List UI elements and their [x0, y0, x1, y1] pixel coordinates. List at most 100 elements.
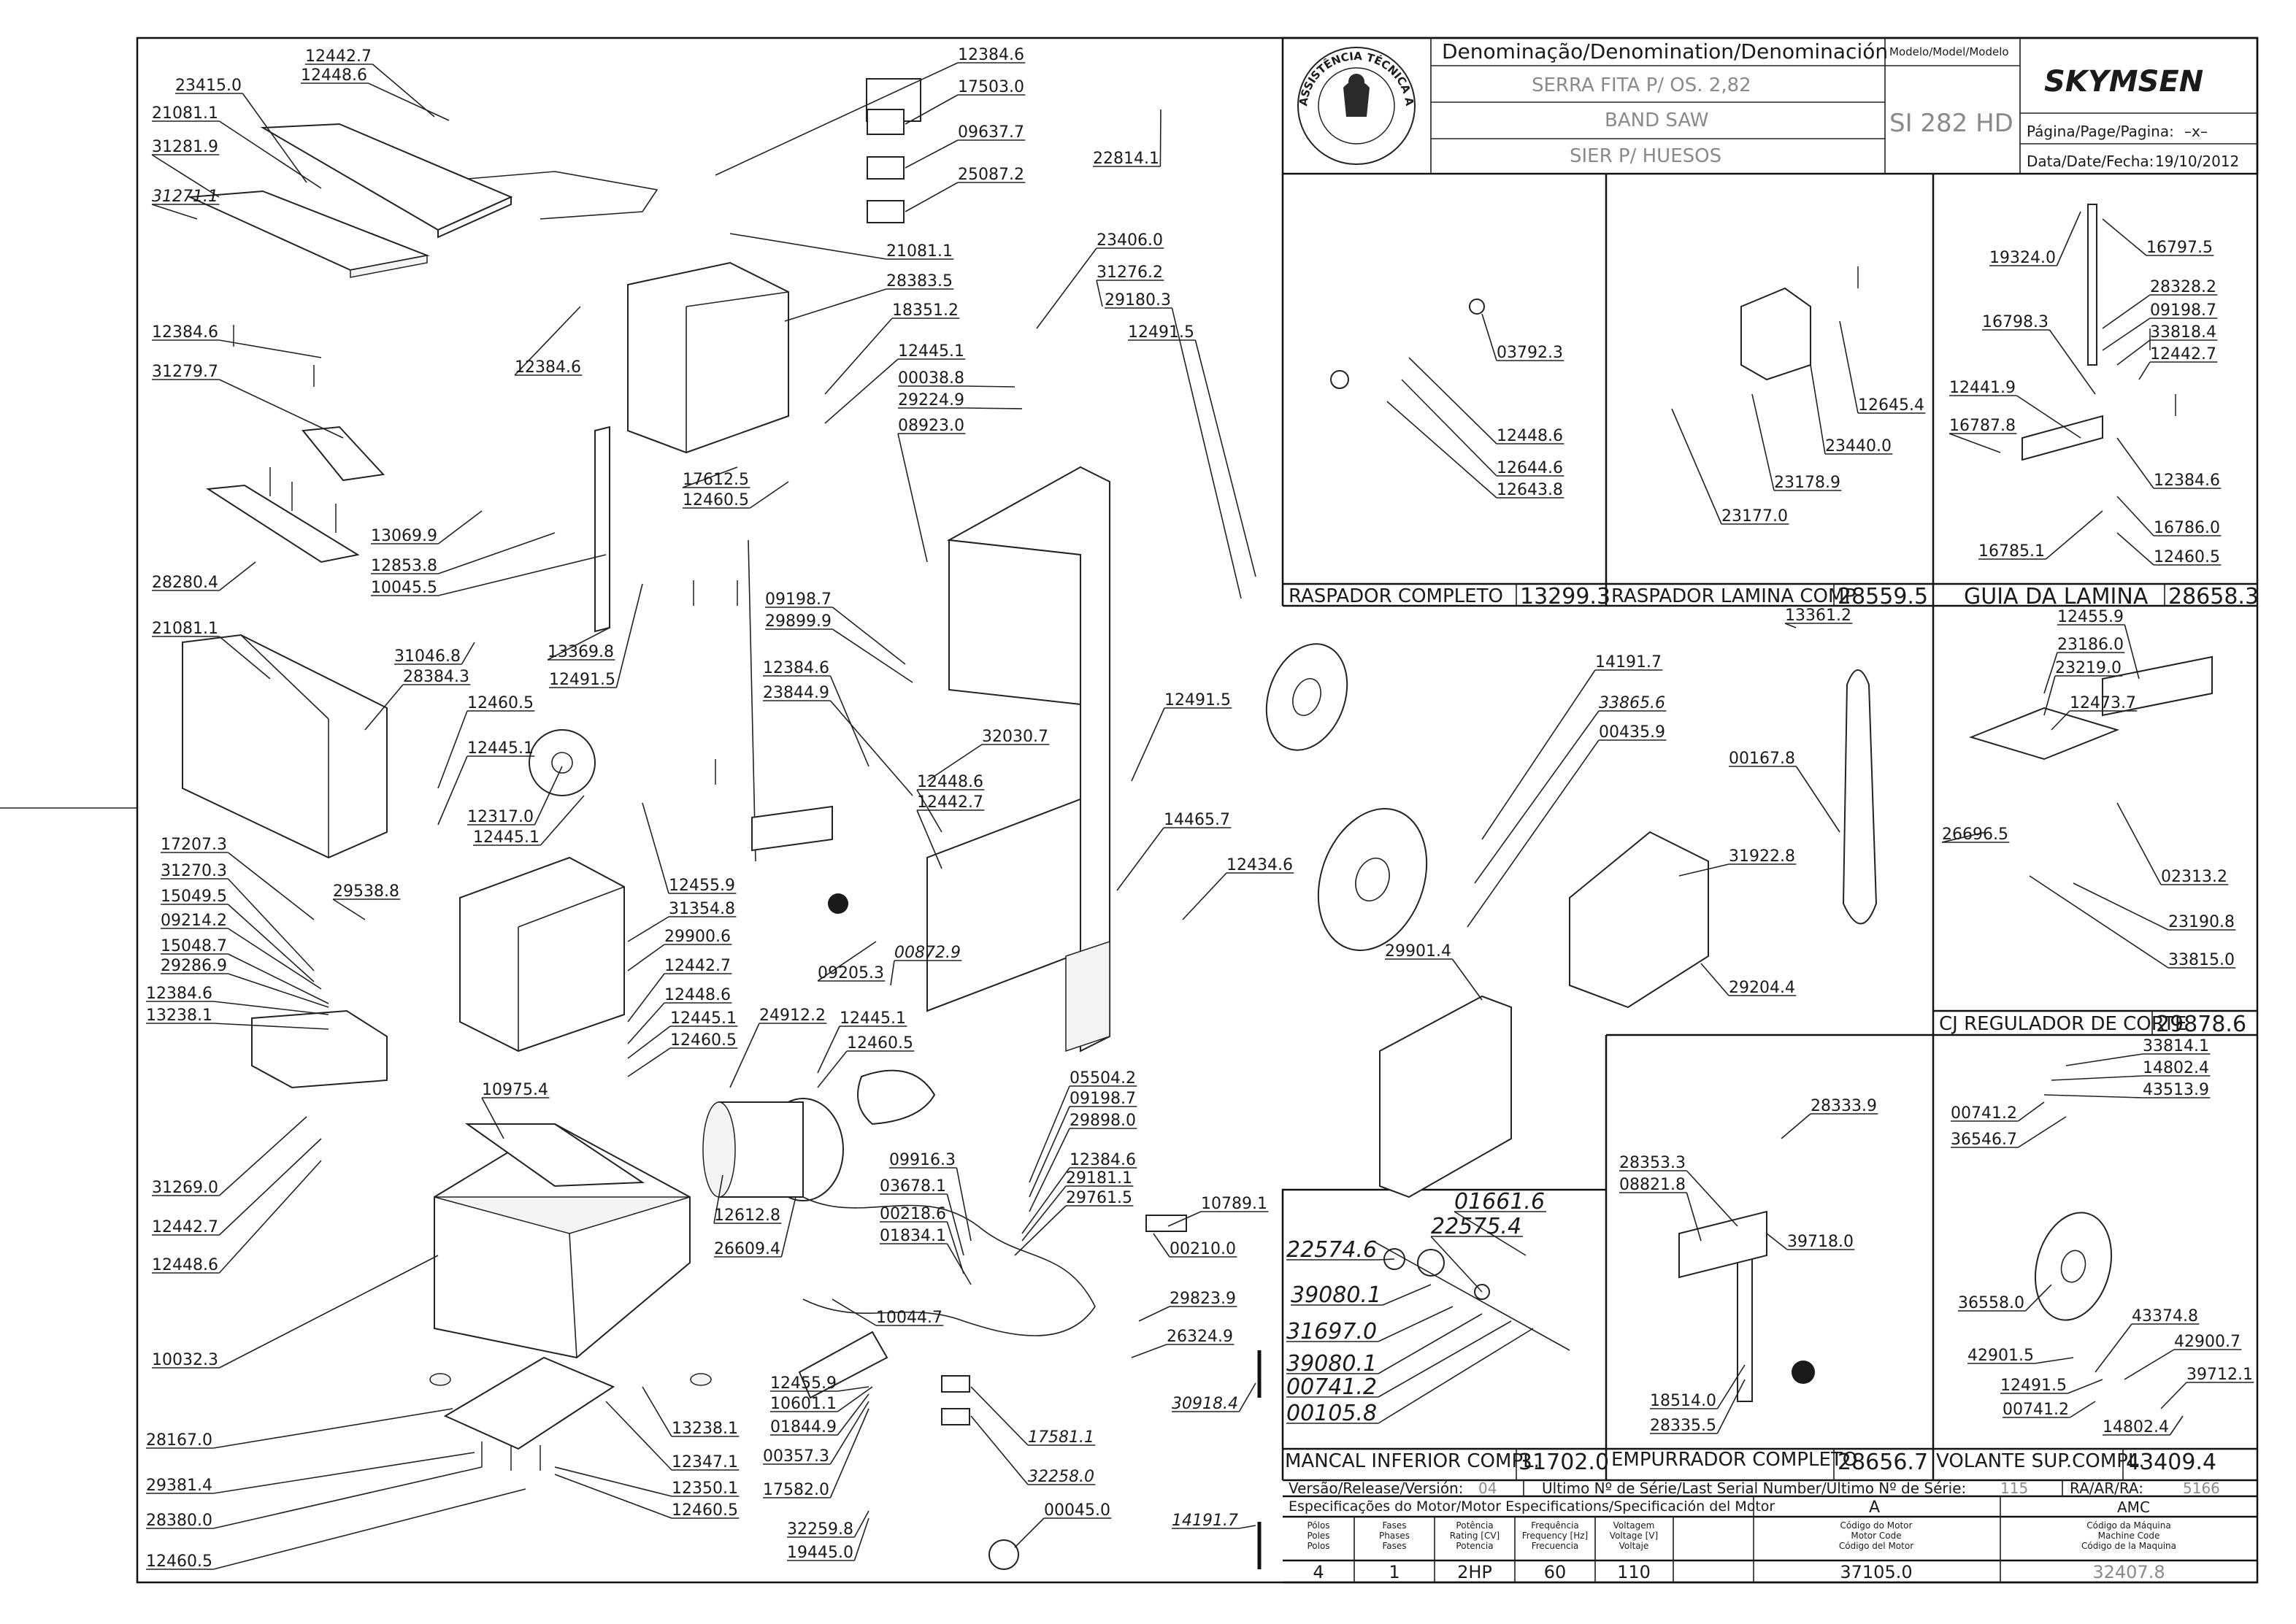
part-number-label: 03678.1 [880, 1177, 946, 1196]
part-number-label: 05504.2 [1070, 1069, 1136, 1088]
callout-leader [1948, 433, 2001, 453]
callout-leader [1378, 1328, 1534, 1424]
callout-leader [627, 1047, 671, 1077]
part-number-label: 31269.0 [152, 1179, 218, 1197]
callout-leader [372, 64, 435, 118]
part-number-label: 10032.3 [152, 1351, 218, 1369]
callout-leader [1194, 339, 1256, 577]
part-number-label: 12384.6 [146, 985, 212, 1003]
ra-value: 5166 [2183, 1479, 2220, 1497]
callout-leader [1481, 313, 1497, 361]
part-number-label: 28384.3 [403, 668, 469, 686]
callout-leader [332, 898, 366, 920]
callout-leader [965, 385, 1015, 388]
callout-leader [1138, 1306, 1170, 1322]
callout-leader [2124, 1349, 2175, 1380]
callout-leader [2124, 624, 2140, 680]
version-label: Versão/Release/Versión: [1289, 1479, 1463, 1497]
callout-leader [956, 1167, 972, 1242]
part-number-label: 13238.1 [146, 1007, 212, 1025]
part-number-label: 19324.0 [1989, 249, 2056, 267]
motor-spec-label: Código del Motor [1839, 1541, 1913, 1551]
callout-leader [2029, 875, 2169, 969]
callout-leader [829, 1401, 869, 1465]
callout-leader [2138, 361, 2151, 380]
part-number-label: 12434.6 [1226, 856, 1293, 874]
part-number-label: 29538.8 [333, 882, 399, 901]
callout-leader [1839, 320, 1859, 414]
subassembly-code: 13299.3 [1520, 584, 1610, 609]
part-number-label: 28335.5 [1650, 1417, 1716, 1435]
part-number-label: 12853.8 [371, 557, 437, 575]
part-number-label: 12460.5 [467, 694, 534, 712]
part-number-label: 31046.8 [394, 647, 461, 666]
callout-leader [1481, 669, 1596, 840]
callout-leader [1451, 958, 1483, 1001]
callout-leader [749, 481, 789, 509]
callout-leader [946, 1221, 964, 1274]
callout-leader [218, 120, 322, 189]
part-number-label: 00741.2 [1286, 1374, 1377, 1400]
part-number-label: 02313.2 [2161, 868, 2227, 886]
callout-leader [824, 358, 899, 424]
callout-leader [1378, 1313, 1483, 1374]
part-number-label: 00210.0 [1170, 1240, 1236, 1258]
part-number-label: 09198.7 [1070, 1090, 1136, 1108]
subassembly-name: VOLANTE SUP.COMPL. [1936, 1450, 2145, 1472]
subassembly-name: EMPURRADOR COMPLETO [1611, 1449, 1857, 1471]
part-number-label: 18514.0 [1650, 1392, 1716, 1410]
callout-leader [905, 139, 959, 169]
callout-leader [218, 1160, 322, 1274]
callout-leader [1021, 1185, 1067, 1242]
callout-leader [1182, 872, 1227, 920]
motor-spec-label: Poles [1307, 1531, 1329, 1541]
subassembly-code: 28559.5 [1838, 584, 1928, 609]
callout-leader [890, 960, 895, 986]
authorized-service-stamp [1297, 47, 1416, 165]
callout-leader [1810, 364, 1826, 455]
callout-leader [1671, 408, 1722, 525]
callout-leader [438, 554, 607, 596]
page-label: Página/Page/Pagina: [2027, 123, 2174, 140]
part-number-label: 14465.7 [1164, 811, 1230, 829]
callout-leader [897, 433, 928, 563]
version-value: 04 [1478, 1479, 1497, 1497]
part-number-label: 28353.3 [1619, 1154, 1686, 1172]
part-number-label: 12384.6 [515, 358, 581, 377]
callout-leader [2102, 218, 2147, 256]
part-number-label: 12442.7 [917, 793, 983, 812]
part-number-label: 29901.4 [1385, 942, 1451, 961]
part-number-label: 23415.0 [175, 77, 242, 95]
motor-spec-label: Código do Motor [1840, 1520, 1913, 1531]
callout-leader [227, 878, 315, 971]
callout-leader [1014, 1205, 1067, 1256]
part-number-label: 26324.9 [1167, 1328, 1233, 1346]
motor-spec-label: Código de la Maquina [2081, 1541, 2176, 1551]
callout-leader [213, 1488, 526, 1570]
part-number-label: 10045.5 [371, 579, 437, 597]
callout-leader [627, 973, 665, 1023]
part-number-label: 39712.1 [2186, 1366, 2253, 1384]
callout-leader [715, 62, 959, 176]
callout-leader [554, 1474, 672, 1519]
part-number-label: 08821.8 [1619, 1176, 1686, 1194]
motor-spec-label: Rating [CV] [1450, 1531, 1500, 1541]
part-number-label: 16785.1 [1978, 542, 2045, 561]
callout-leader [514, 306, 581, 376]
callout-leader [227, 928, 322, 990]
part-number-label: 17581.1 [1028, 1428, 1094, 1447]
callout-leader [1678, 863, 1729, 877]
callout-leader [1716, 1364, 1746, 1409]
subassembly-name: GUIA DA LAMINA [1964, 584, 2149, 609]
callout-leader [1029, 1106, 1070, 1198]
callout-leader [228, 973, 329, 1008]
callout-leader [837, 1386, 869, 1392]
part-number-label: 12491.5 [549, 671, 615, 689]
part-number-label: 12350.1 [672, 1479, 738, 1498]
callout-leader [905, 94, 959, 125]
date-value: 19/10/2012 [2155, 153, 2239, 170]
callout-leader [2056, 211, 2081, 266]
callout-leader [946, 1243, 972, 1285]
callout-leader [1238, 1382, 1256, 1412]
part-number-label: 33865.6 [1599, 694, 1665, 712]
